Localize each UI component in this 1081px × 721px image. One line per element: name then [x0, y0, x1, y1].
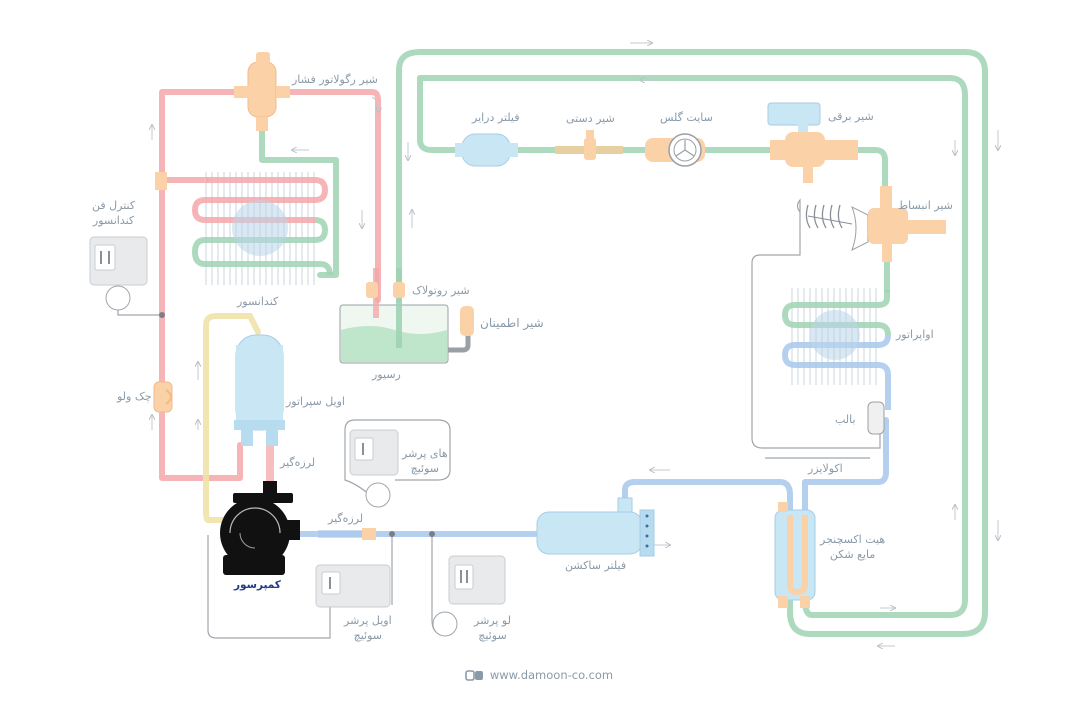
footer-url[interactable]: www.damoon-co.com	[489, 668, 614, 682]
oil-pressure-switch	[315, 564, 391, 608]
oil-separator	[234, 334, 285, 446]
bulb-sensor	[867, 401, 885, 435]
label-check-valve: چک ولو	[117, 390, 152, 403]
label-solenoid-valve: شیر برقی	[828, 110, 874, 123]
footer-logo-icon	[465, 670, 483, 681]
discharge-line	[159, 89, 381, 481]
compressor	[220, 481, 300, 575]
safety-valve	[448, 306, 474, 353]
label-filter-drier: فیلتر درایر	[472, 111, 520, 124]
label-pressure-regulator: شیر رگولاتور فشار	[292, 73, 378, 86]
label-condenser: کندانسور	[237, 295, 279, 308]
label-heat-exchanger: هیت اکسچنجر مایع شکن	[820, 533, 886, 561]
label-expansion-valve: شیر انبساط	[898, 199, 953, 212]
check-valve	[153, 381, 173, 413]
condenser-coil	[191, 172, 333, 285]
control-wires	[117, 198, 881, 639]
label-suction-filter: فیلتر ساکشن	[565, 559, 627, 572]
suction-filter	[536, 497, 655, 557]
filter-drier	[455, 133, 518, 167]
evaporator-coil	[781, 288, 891, 410]
label-sight-glass: سایت گلس	[660, 111, 713, 124]
label-receiver: رسیور	[372, 368, 401, 381]
flow-arrows	[152, 43, 998, 646]
label-manual-valve: شیر دستی	[566, 112, 615, 125]
receiver	[339, 268, 449, 364]
condenser-fan-control	[89, 236, 165, 318]
heat-exchanger	[774, 502, 816, 608]
footer-website[interactable]: da www.damoon-co.com	[0, 668, 1081, 682]
label-oil-separator: اویل سپراتور	[286, 395, 345, 408]
label-compressor: کمپرسور	[234, 579, 281, 591]
vibration-eliminator-suction	[318, 530, 373, 538]
expansion-valve	[805, 186, 946, 262]
label-condenser-fan-control: کنترل فن کندانسور	[92, 199, 136, 227]
suction-fitting	[362, 528, 376, 540]
label-coil: اکولایزر	[808, 462, 843, 475]
label-vibration-eliminator-2: لرزه‌گیر	[328, 512, 364, 525]
label-vibration-eliminator-1: لرزه‌گیر	[280, 456, 316, 469]
pressure-tap-1	[389, 531, 395, 537]
pressure-regulator-valve	[234, 52, 290, 131]
label-rotalock-valve: شیر روتولاک	[412, 284, 470, 297]
oil-return-line	[203, 313, 261, 523]
discharge-fitting	[155, 172, 167, 190]
label-low-pressure-switch: لو پرشر سوئیچ	[474, 614, 511, 642]
label-safety-valve: شیر اطمینان	[480, 316, 544, 330]
label-bulb: بالب	[835, 413, 856, 426]
solenoid-valve	[767, 102, 858, 183]
label-oil-pressure-switch: اویل پرشر سوئیچ	[344, 614, 392, 642]
low-pressure-switch	[432, 555, 506, 637]
label-evaporator: اواپراتور	[896, 328, 934, 341]
vibration-eliminator-discharge	[266, 446, 274, 484]
high-pressure-switch	[349, 429, 399, 508]
label-high-pressure-switch: های پرشر سوئیچ	[402, 447, 448, 475]
pressure-tap-2	[429, 531, 435, 537]
sight-glass	[645, 133, 705, 167]
manual-valve	[555, 130, 623, 160]
